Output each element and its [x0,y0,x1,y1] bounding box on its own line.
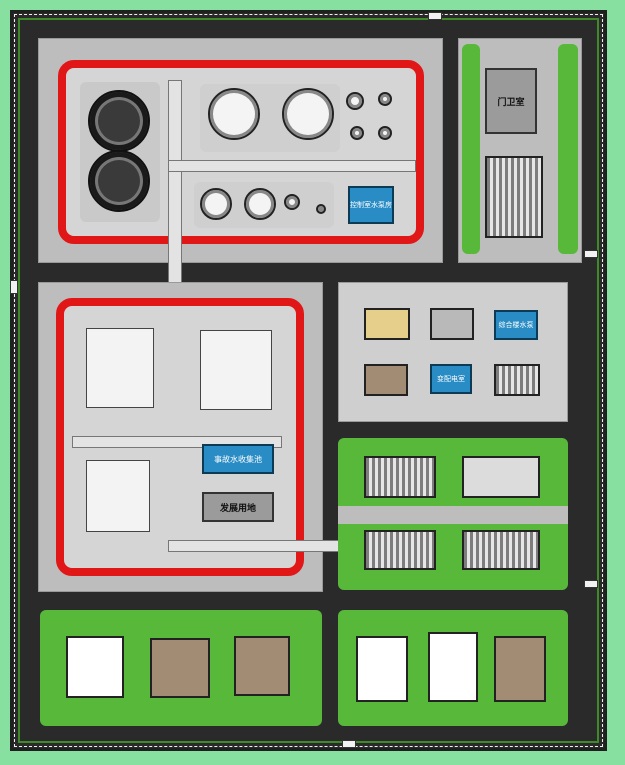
pipe-rack-bottom [168,540,356,552]
parking-structure [485,156,543,238]
reserve-land: 发展用地 [202,492,274,522]
equipment-grid-c [86,460,150,532]
pipe-rack-horizontal-top [168,160,416,172]
building-yellow [364,308,410,340]
grass-verge [18,18,599,743]
workshop-1 [462,456,540,498]
tank-icon [88,90,150,152]
equipment-grid-a [86,328,154,408]
car-icon [584,250,598,258]
building-brown-1 [150,638,210,698]
lane-lower-right [338,506,568,524]
building-brown [364,364,408,396]
tank-icon [316,204,326,214]
car-icon [584,580,598,588]
car-icon [428,12,442,20]
building-brown-2 [234,636,290,696]
perimeter-fence [14,14,603,747]
tank-icon [208,88,260,140]
tank-icon [350,126,364,140]
car-icon [10,280,18,294]
utility-block [338,282,568,422]
warehouse-1 [364,456,436,498]
substation: 变配电室 [430,364,472,394]
cooling-tower [494,364,540,396]
control-room-panel: 控制室水泵房 [348,186,394,224]
warehouse-3 [462,530,540,570]
tank-icon [244,188,276,220]
lawn-guard-right [558,44,578,254]
car-icon [342,740,356,748]
tank-icon [378,126,392,140]
building-white-3 [428,632,478,702]
tank-icon [200,188,232,220]
water-tank: 事故水收集池 [202,444,274,474]
tank-icon [88,150,150,212]
tank-icon [282,88,334,140]
guard-building: 门卫室 [485,68,537,134]
building-white-1 [66,636,124,698]
building-brown-3 [494,636,546,702]
equipment-grid-b [200,330,272,410]
tank-icon [284,194,300,210]
pump-station: 综合楼水泵 [494,310,538,340]
tank-icon [378,92,392,106]
building-white-2 [356,636,408,702]
lawn-guard-left [462,44,480,254]
warehouse-2 [364,530,436,570]
building-gray [430,308,474,340]
tank-icon [346,92,364,110]
